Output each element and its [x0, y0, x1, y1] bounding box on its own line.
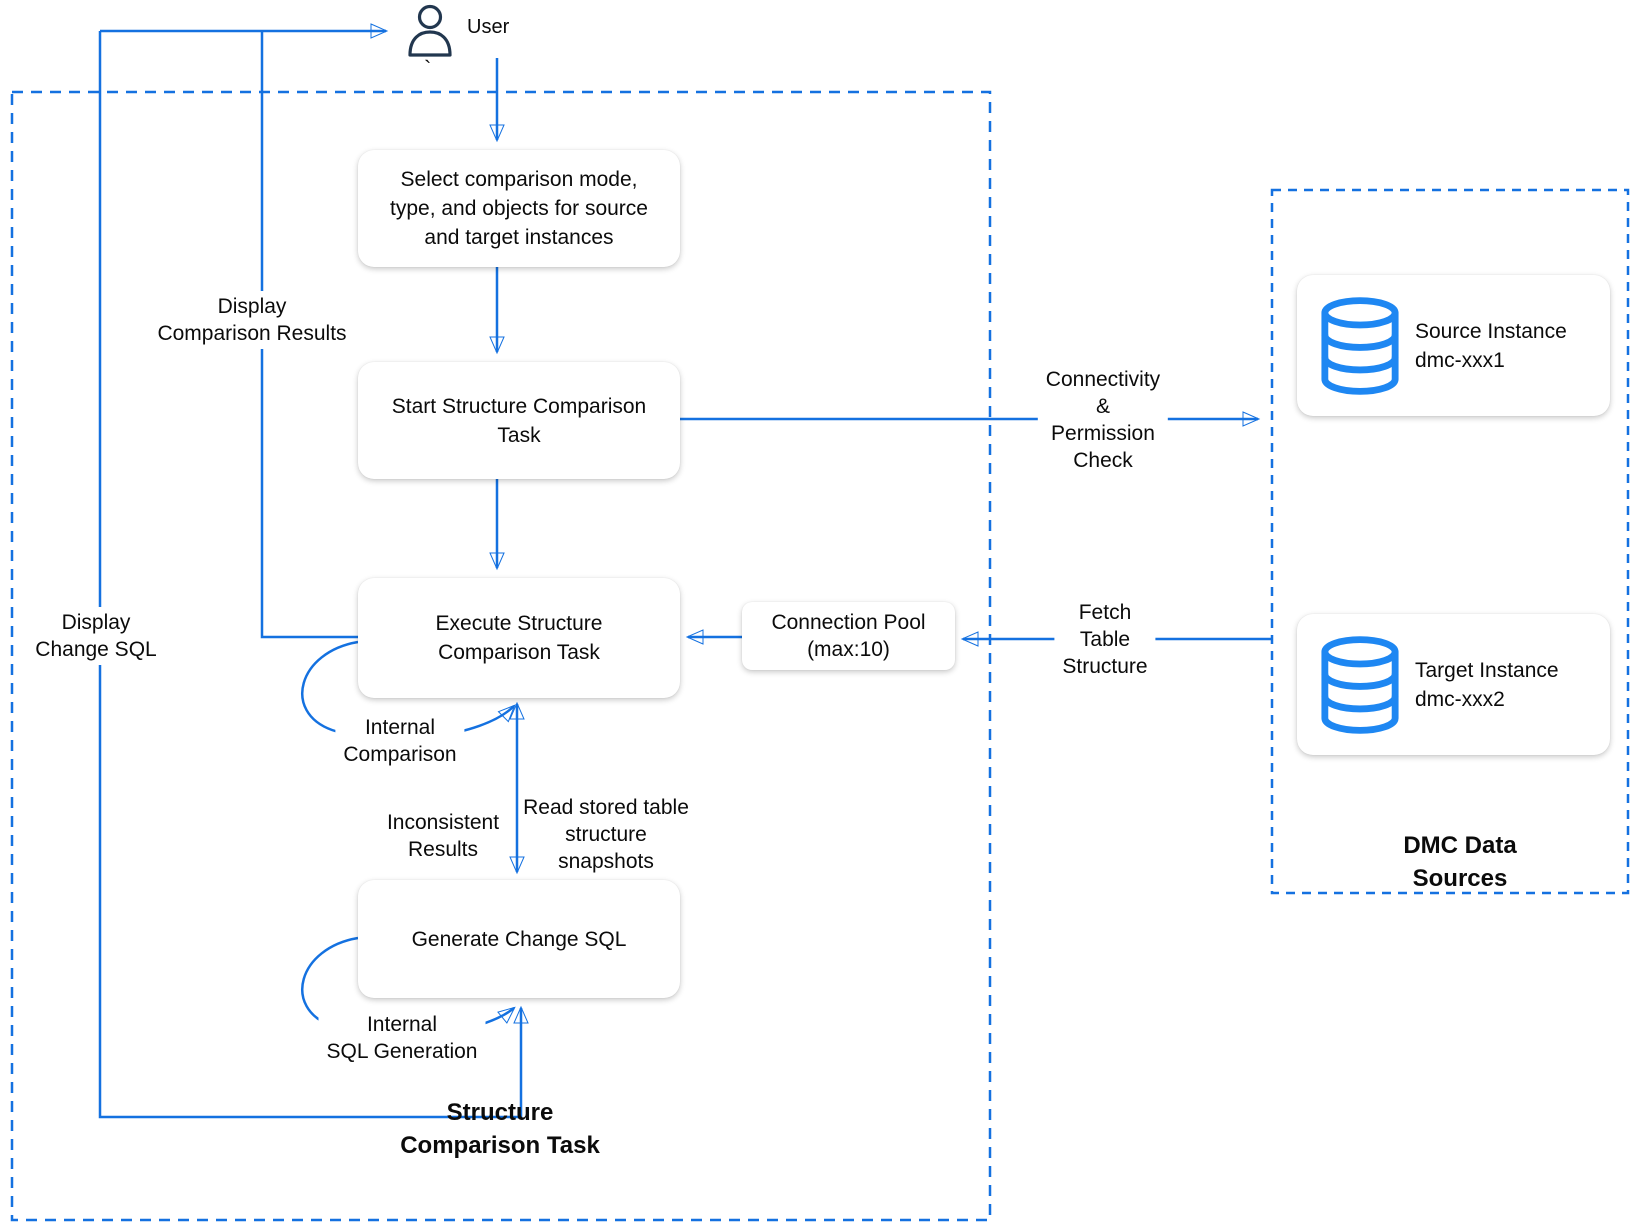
flow-node-execute: Execute Structure Comparison Task	[358, 578, 680, 698]
user-label: User	[467, 16, 510, 38]
database-icon	[1321, 296, 1399, 395]
label-read-snapshots: Read stored table structure snapshots	[523, 796, 689, 873]
database-icon	[1321, 635, 1399, 734]
source-instance-card: Source Instance dmc-xxx1	[1297, 275, 1610, 416]
dmc-data-sources-title: DMC Data Sources	[1403, 832, 1517, 892]
edge-display-comparison-results	[260, 31, 358, 639]
flow-node-execute-label: Execute Structure Comparison Task	[435, 612, 603, 664]
label-connectivity-check: Connectivity & Permission Check	[1037, 364, 1169, 476]
label-display-comparison-results: Display Comparison Results	[149, 291, 355, 349]
flow-node-generate: Generate Change SQL	[358, 880, 680, 998]
target-instance-label: Target Instance dmc-xxx2	[1415, 658, 1559, 711]
label-internal-comparison: Internal Comparison	[335, 712, 465, 770]
dmc-region	[1270, 188, 1630, 895]
structure-task-region	[10, 90, 992, 1222]
label-display-change-sql: Display Change SQL	[27, 607, 165, 665]
flow-node-generate-label: Generate Change SQL	[411, 927, 627, 951]
flow-node-start-label: Start Structure Comparison Task	[391, 394, 647, 447]
label-fetch-table-structure: Fetch Table Structure	[1054, 597, 1156, 682]
structure-task-title: Structure Comparison Task	[400, 1099, 600, 1159]
user-icon	[408, 4, 452, 57]
edge-display-change-sql	[98, 31, 529, 1119]
target-instance-card: Target Instance dmc-xxx2	[1297, 614, 1610, 755]
flow-node-start: Start Structure Comparison Task	[358, 362, 680, 479]
connection-pool-label: Connection Pool (max:10)	[771, 611, 926, 661]
label-inconsistent-results: Inconsistent Results	[386, 811, 500, 861]
edge-internal-comparison-loop	[301, 640, 516, 741]
label-internal-sql-generation: Internal SQL Generation	[318, 1009, 486, 1067]
stray-backtick: `	[424, 56, 432, 81]
connection-pool-node: Connection Pool (max:10)	[742, 602, 955, 670]
source-instance-label: Source Instance dmc-xxx1	[1415, 319, 1567, 372]
flow-node-select: Select comparison mode, type, and object…	[358, 150, 680, 267]
flow-node-select-label: Select comparison mode, type, and object…	[390, 168, 648, 249]
